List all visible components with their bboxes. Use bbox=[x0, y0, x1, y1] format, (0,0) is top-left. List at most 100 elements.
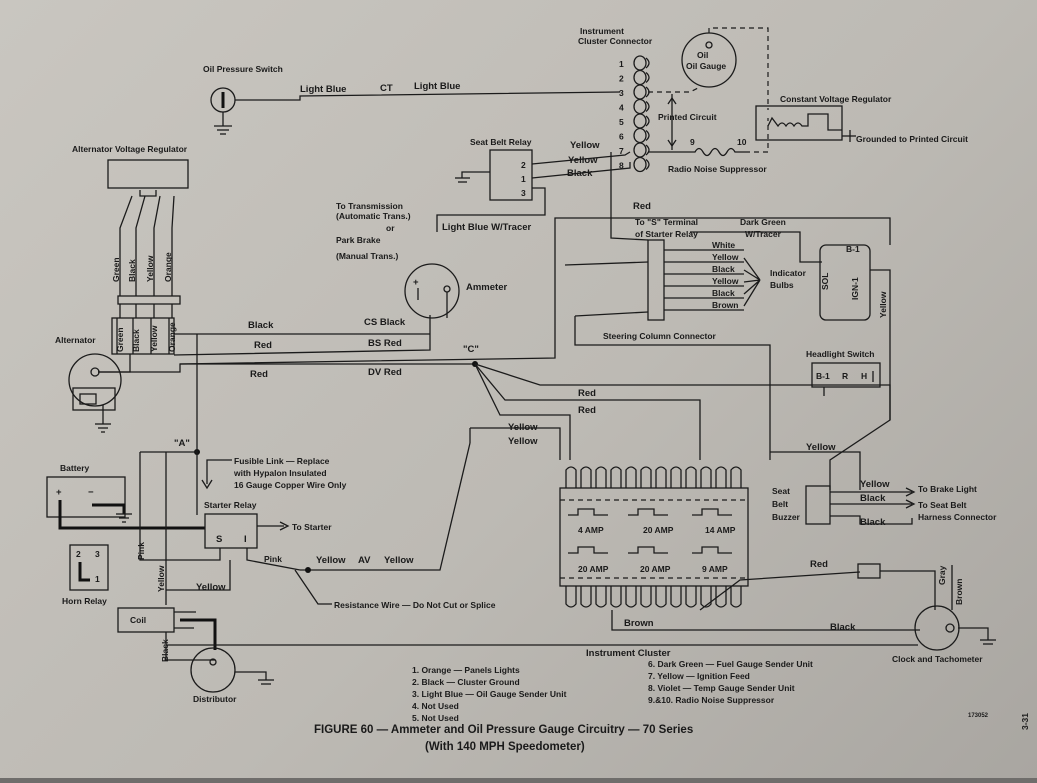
svg-text:Red: Red bbox=[254, 340, 272, 351]
connector-pin-label: 3 bbox=[619, 88, 624, 98]
cluster-top-pin bbox=[670, 466, 682, 488]
cluster-bottom-pin bbox=[700, 586, 712, 608]
svg-text:Dark Green: Dark Green bbox=[740, 217, 786, 227]
horn-relay: 2 3 1 Horn Relay bbox=[62, 544, 109, 606]
svg-text:Light Blue: Light Blue bbox=[300, 84, 346, 95]
fuse-label: 14 AMP bbox=[705, 525, 736, 535]
fuse-symbol bbox=[628, 508, 668, 516]
cluster-top-pin bbox=[685, 466, 697, 488]
svg-text:To Seat Belt: To Seat Belt bbox=[918, 500, 967, 510]
oil-gauge: Oil Oil Gauge bbox=[648, 27, 769, 110]
connector-pin bbox=[633, 127, 647, 144]
figure-subcaption: (With 140 MPH Speedometer) bbox=[425, 741, 585, 753]
connector-pin-arc bbox=[645, 144, 650, 156]
cluster-bottom-pin bbox=[565, 586, 577, 608]
bs-red-wire bbox=[173, 315, 431, 356]
fuse-symbol bbox=[692, 546, 732, 554]
yellow-wires bbox=[300, 427, 561, 571]
svg-text:of Starter Relay: of Starter Relay bbox=[635, 229, 698, 239]
svg-text:9: 9 bbox=[690, 137, 695, 147]
svg-text:2: 2 bbox=[76, 549, 81, 559]
oil-switch-wire bbox=[235, 91, 621, 101]
svg-text:Black: Black bbox=[248, 320, 274, 331]
cluster-bottom-pin bbox=[625, 586, 637, 608]
svg-text:2. Black — Cluster Ground: 2. Black — Cluster Ground bbox=[412, 677, 520, 687]
svg-text:IGN-1: IGN-1 bbox=[850, 277, 860, 300]
svg-text:Yellow: Yellow bbox=[568, 155, 598, 166]
svg-text:Brown: Brown bbox=[624, 618, 654, 629]
svg-text:Black: Black bbox=[567, 168, 593, 179]
svg-text:Battery: Battery bbox=[60, 463, 90, 473]
fuse-symbol bbox=[568, 508, 608, 516]
svg-text:To Starter: To Starter bbox=[292, 522, 332, 532]
alt-wire-label: Orange bbox=[163, 252, 173, 282]
svg-text:3: 3 bbox=[521, 188, 526, 198]
connector-pin-label: 2 bbox=[619, 74, 624, 84]
cluster-bottom-pin bbox=[580, 586, 592, 608]
fuse-label: 20 AMP bbox=[578, 564, 609, 574]
svg-text:Seat Belt Relay: Seat Belt Relay bbox=[470, 137, 532, 147]
svg-text:Instrument: Instrument bbox=[580, 26, 624, 36]
cluster-top-pin bbox=[715, 466, 727, 488]
ignition-switch: SOL IGN-1 B-1 Yellow bbox=[819, 244, 891, 490]
brown-wire bbox=[611, 610, 920, 631]
svg-text:Gray: Gray bbox=[937, 565, 947, 585]
splice-a: "A" bbox=[140, 334, 200, 515]
cluster-top-pin bbox=[565, 466, 577, 488]
cluster-top-pin bbox=[700, 466, 712, 488]
starter-relay: Starter Relay S I To Starter Pink bbox=[139, 452, 332, 571]
svg-text:Alternator Voltage Regulator: Alternator Voltage Regulator bbox=[72, 144, 188, 154]
svg-text:Fusible Link — Replace: Fusible Link — Replace bbox=[234, 456, 330, 466]
svg-text:6. Dark Green — Fuel Gauge Sen: 6. Dark Green — Fuel Gauge Sender Unit bbox=[648, 659, 813, 669]
svg-text:Harness Connector: Harness Connector bbox=[918, 512, 997, 522]
svg-text:Light Blue: Light Blue bbox=[414, 81, 460, 92]
cluster-bottom-pin bbox=[730, 586, 742, 608]
svg-text:Oil Gauge: Oil Gauge bbox=[686, 61, 726, 71]
cluster-bottom-pin bbox=[655, 586, 667, 608]
svg-text:Starter Relay: Starter Relay bbox=[204, 500, 257, 510]
svg-text:4. Not Used: 4. Not Used bbox=[412, 701, 459, 711]
svg-text:H: H bbox=[861, 371, 867, 381]
fuse-symbol bbox=[628, 546, 668, 554]
svg-text:Yellow: Yellow bbox=[508, 422, 538, 433]
ammeter: + Ammeter bbox=[404, 263, 507, 319]
headlight-switch: Headlight Switch B-1 R H bbox=[806, 349, 881, 396]
distributor: Distributor bbox=[190, 647, 274, 704]
svg-text:Yellow: Yellow bbox=[878, 291, 888, 318]
svg-text:Black: Black bbox=[860, 517, 886, 528]
indicator-wire-label: Brown bbox=[712, 300, 738, 310]
svg-text:10: 10 bbox=[737, 137, 747, 147]
connector-pin bbox=[633, 142, 647, 158]
svg-text:Red: Red bbox=[633, 201, 651, 212]
svg-text:Printed Circuit: Printed Circuit bbox=[658, 112, 717, 122]
cluster-bottom-pin bbox=[670, 586, 682, 608]
svg-text:Yellow: Yellow bbox=[570, 140, 600, 151]
cluster-top-pin bbox=[610, 466, 622, 488]
alt-wire-label: Orange bbox=[167, 322, 177, 352]
svg-text:Steering Column Connector: Steering Column Connector bbox=[603, 331, 717, 341]
alt-wire-label: Green bbox=[115, 327, 125, 352]
battery: Battery + − bbox=[46, 463, 205, 530]
connector-pin-label: 5 bbox=[619, 117, 624, 127]
fuse-symbol bbox=[568, 546, 608, 554]
alt-wire-label: Green bbox=[111, 257, 121, 282]
svg-text:Red: Red bbox=[250, 369, 268, 380]
svg-text:(Manual Trans.): (Manual Trans.) bbox=[336, 251, 399, 261]
svg-text:Yellow: Yellow bbox=[196, 582, 226, 593]
svg-text:SOL: SOL bbox=[820, 273, 830, 290]
svg-text:8. Violet — Temp Gauge Sender: 8. Violet — Temp Gauge Sender Unit bbox=[648, 683, 795, 693]
fuse-label: 4 AMP bbox=[578, 525, 604, 535]
svg-text:Headlight Switch: Headlight Switch bbox=[806, 349, 874, 359]
svg-text:Yellow: Yellow bbox=[508, 436, 538, 447]
svg-text:Black: Black bbox=[160, 639, 170, 662]
seat-belt-relay: Seat Belt Relay 2 1 3 Yellow Yellow Blac… bbox=[436, 137, 649, 241]
cluster-top-pin bbox=[580, 466, 592, 488]
svg-text:Pink: Pink bbox=[136, 542, 146, 560]
clock-tachometer: Gray Brown Clock and Tachometer bbox=[857, 563, 996, 664]
indicator-wire-label: White bbox=[712, 240, 735, 250]
svg-text:I: I bbox=[244, 534, 247, 545]
svg-text:To Transmission: To Transmission bbox=[336, 201, 403, 211]
